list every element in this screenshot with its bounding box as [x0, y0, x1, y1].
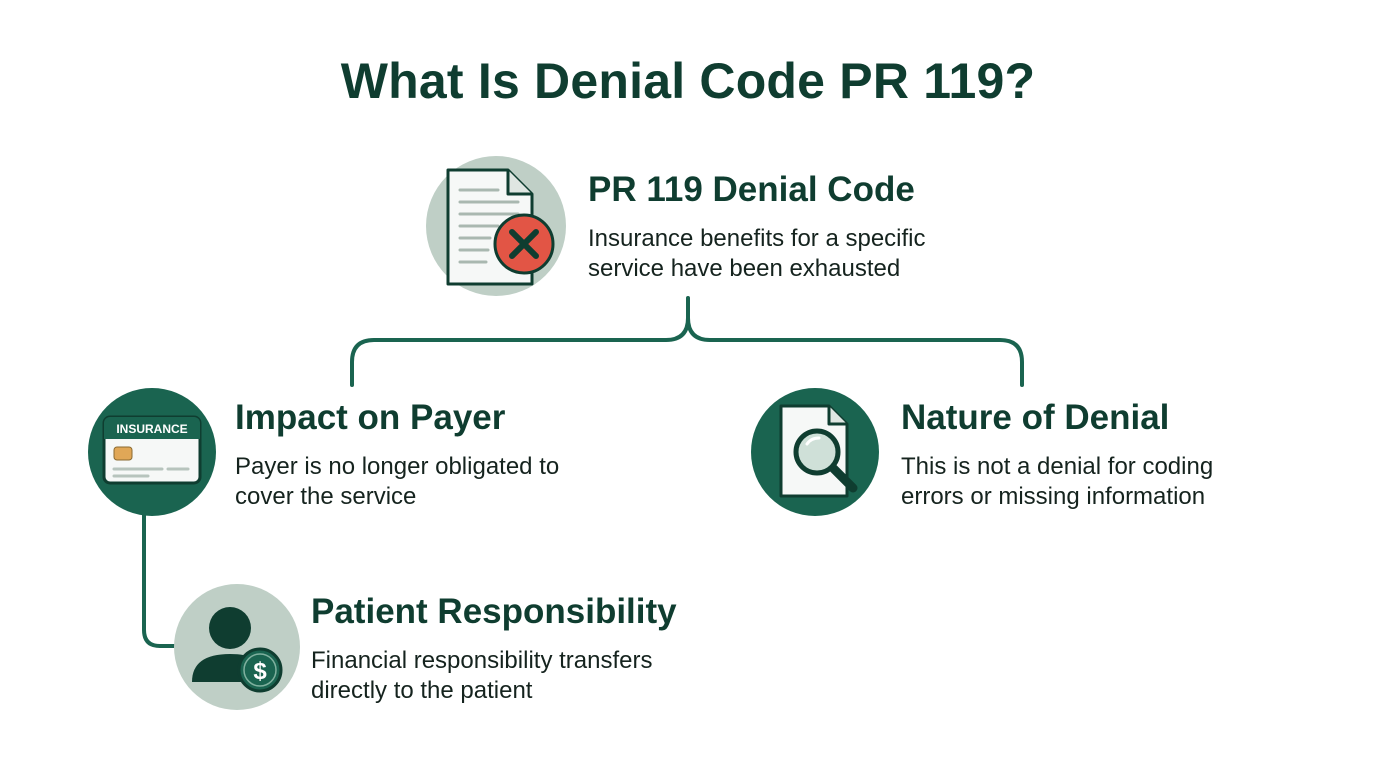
- page-title: What Is Denial Code PR 119?: [340, 53, 1036, 109]
- center-desc-line-2: service have been exhausted: [588, 255, 901, 282]
- elbow-connector: [142, 510, 180, 648]
- document-x-icon: [426, 156, 566, 296]
- center-node-icon: [426, 156, 566, 296]
- document-magnifier-icon: [751, 388, 879, 516]
- center-node-description: Insurance benefits for a specific servic…: [588, 224, 926, 284]
- center-desc-line-1: Insurance benefits for a specific: [588, 225, 926, 252]
- person-dollar-icon: $: [174, 584, 300, 710]
- payer-node-heading: Impact on Payer: [235, 398, 506, 437]
- patient-node: Patient Responsibility Financial respons…: [311, 592, 677, 706]
- payer-desc-line-2: cover the service: [235, 483, 417, 510]
- nature-desc-line-2: errors or missing information: [901, 483, 1206, 510]
- nature-desc-line-1: This is not a denial for coding: [901, 453, 1214, 480]
- center-node-heading: PR 119 Denial Code: [588, 170, 915, 209]
- patient-node-description: Financial responsibility transfers direc…: [311, 646, 677, 706]
- payer-desc-line-1: Payer is no longer obligated to: [235, 453, 560, 480]
- patient-node-icon: $: [174, 584, 300, 710]
- insurance-card-label: INSURANCE: [116, 422, 187, 436]
- center-node: PR 119 Denial Code Insurance benefits fo…: [588, 170, 926, 284]
- payer-node: Impact on Payer Payer is no longer oblig…: [235, 398, 559, 512]
- nature-node: Nature of Denial This is not a denial fo…: [901, 398, 1213, 512]
- patient-desc-line-2: directly to the patient: [311, 677, 533, 704]
- insurance-card-icon: INSURANCE: [88, 388, 216, 516]
- nature-node-description: This is not a denial for coding errors o…: [901, 452, 1213, 512]
- patient-node-heading: Patient Responsibility: [311, 592, 677, 631]
- brace-connector: [350, 296, 690, 387]
- nature-node-icon: [751, 388, 879, 516]
- patient-desc-line-1: Financial responsibility transfers: [311, 647, 653, 674]
- payer-node-description: Payer is no longer obligated to cover th…: [235, 452, 559, 512]
- brace-connector-right: [686, 316, 1024, 387]
- payer-node-icon: INSURANCE: [88, 388, 216, 516]
- nature-node-heading: Nature of Denial: [901, 398, 1170, 437]
- dollar-symbol: $: [253, 658, 267, 685]
